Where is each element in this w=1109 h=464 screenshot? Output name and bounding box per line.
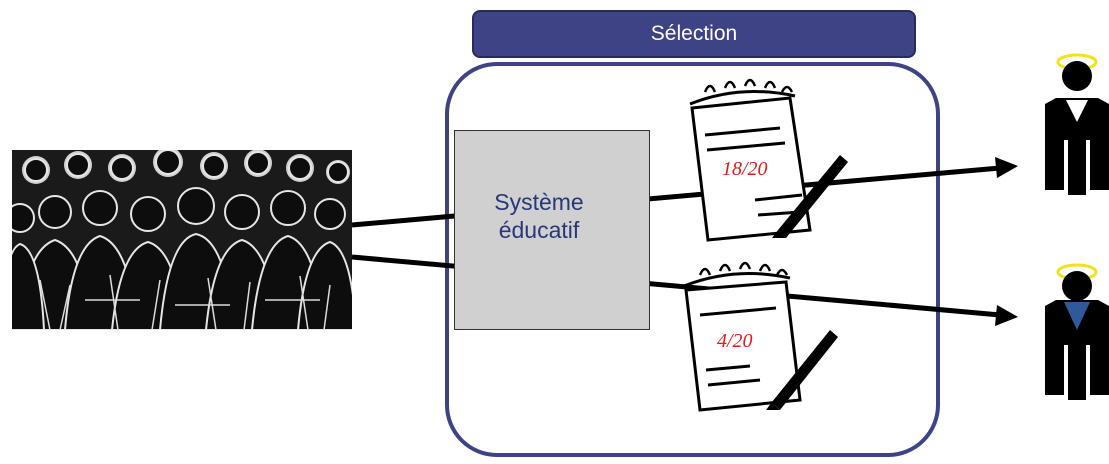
arrow-high (351, 157, 1018, 228)
notepad-pen-icon-bottom (683, 261, 838, 412)
graduate-figure-icon-top (1045, 53, 1109, 195)
graduate-figure-icon-bottom (1045, 263, 1109, 400)
education-system-box (454, 130, 650, 330)
notepad-pen-icon-top (689, 78, 848, 242)
education-system-line1: Système (494, 189, 584, 215)
crowd-silhouette-icon (12, 150, 352, 330)
education-system-line2: éducatif (498, 217, 580, 243)
education-system-label: Système éducatif (454, 188, 624, 244)
grade-high: 18/20 (722, 158, 768, 180)
grade-low: 4/20 (717, 330, 753, 352)
selection-title: Sélection (650, 22, 738, 45)
selection-header: Sélection (472, 10, 916, 58)
